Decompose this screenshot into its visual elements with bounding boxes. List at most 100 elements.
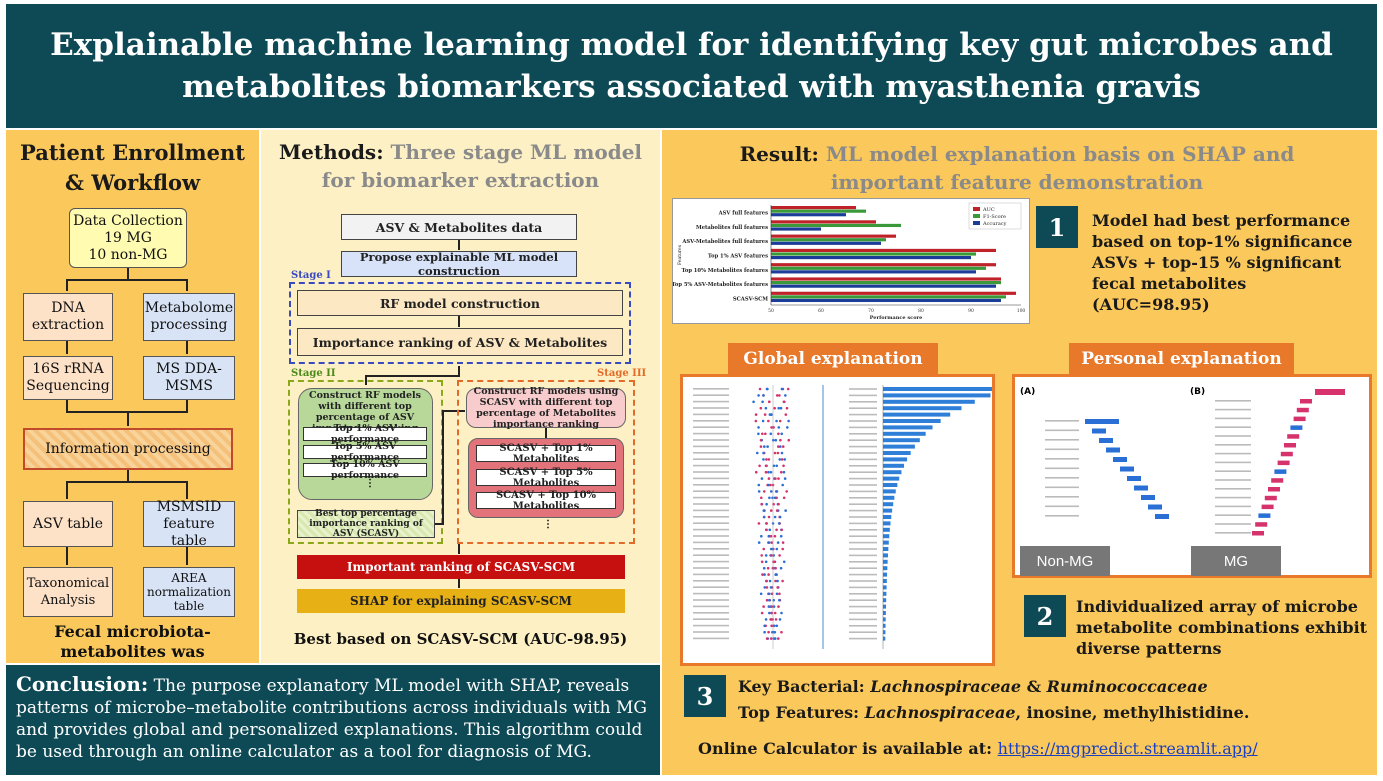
shap-point [774,566,777,570]
title-line-1: Explainable machine learning model for i… [50,27,1333,63]
propose-label: Propose explainable ML model constructio… [359,250,559,278]
shap-point [775,509,779,512]
ellipsis-3: ⋮ [543,519,553,530]
importance-bar [883,412,951,417]
feature-label-line [693,484,729,486]
result-number-3: 3 [684,675,726,717]
importance-bar [883,489,896,494]
importance-bar [883,636,886,641]
feature-label-line [693,503,729,505]
shap-label: SHAP for explaining SCASV-SCM [350,594,572,608]
shap-point [764,432,767,436]
shap-point [769,432,773,436]
feature-label-line [693,567,729,569]
shap-point [777,502,780,506]
bar-auc [771,220,876,224]
waterfall-bar-mg [1277,460,1290,466]
shap-point [757,541,761,544]
waterfall-bar-mg [1315,389,1345,395]
feature-label-line [849,458,877,461]
shap-point [775,547,779,551]
conclusion-panel: Conclusion: The purpose explanatory ML m… [6,665,660,775]
area-box: AREA normalization table [143,567,235,617]
shap-point [762,547,766,551]
feature-label-line [849,541,877,544]
waterfall-bar-mg [1280,451,1293,457]
shap-point [782,496,786,500]
feature-label-line [693,490,729,492]
importance-bar [883,604,887,609]
construct-scasv-label: Construct RF models using SCASV with dif… [473,386,619,430]
online-calculator-link[interactable]: https://mgpredict.streamlit.app/ [997,739,1258,758]
feature-label-line [693,637,729,640]
shap-point [768,579,772,583]
feature-label-line [849,471,877,473]
waterfall-bar-mg [1252,531,1264,536]
category-label: Metabolites full features [696,225,768,231]
shap-point [757,483,761,487]
shap-point [754,413,758,416]
feature-label-line [693,464,729,467]
stage2-panel [298,388,433,500]
result-heading-line2: important feature demonstration [830,170,1204,194]
feature-label-line [849,599,877,601]
shap-point [757,426,760,429]
shap-point [770,624,773,628]
result-text-1: Model had best performance based on top-… [1092,211,1353,314]
shap-point [769,637,773,640]
waterfall-bar-mg [1271,478,1284,483]
importance-bar [883,476,900,481]
stage2-label: Stage II [291,368,336,379]
shap-point [768,598,771,602]
feature-label-line [1045,515,1079,517]
importance-bar [883,534,890,539]
shap-point [772,502,775,506]
shap-point [764,470,768,474]
feature-label-line [1045,420,1079,422]
asv-perf-1: Top 1% ASV performance [303,423,427,445]
shap-point [763,573,766,576]
importance-bar [883,463,905,468]
feature-label-line [693,509,729,512]
shap-point [762,490,766,493]
feature-label-line [693,452,729,454]
scasv-item-10: SCASV + Top 10% Metabolites [476,490,616,512]
importance-bar [883,566,888,571]
bar-f1-score [771,223,901,228]
shap-point [776,451,780,455]
importance-bar [883,431,926,436]
feature-label-line [849,439,877,441]
title-line-2: metabolites biomarkers associated with m… [182,69,1201,105]
importance-bar [883,483,898,487]
legend-label: Accuracy [982,221,1007,227]
waterfall-bar-nonmg [1155,514,1169,519]
importance-bar [883,470,902,475]
shap-point [780,611,783,615]
legend-label: AUC [982,207,995,213]
feature-label-line [693,554,729,556]
feature-label-line [693,624,729,627]
feature-label-line [1045,448,1079,451]
shap-point [762,566,766,570]
feature-label-line [1215,435,1251,437]
key-bacterial-amp: & [1021,677,1047,696]
key-bacterial-2: Ruminococcaceae [1046,677,1208,696]
shap-point [760,611,764,615]
shap-point [768,611,771,615]
asv-perf-10: Top 10% ASV performance [303,459,427,481]
bar-auc [771,263,996,267]
waterfall-bar-mg [1296,407,1309,413]
shap-point [779,566,783,570]
msmsid-box: MSMSID feature table [143,499,235,549]
shap-point [779,534,783,538]
result-heading-label: Result: [739,142,819,166]
y-axis-title: Features [677,244,683,265]
x-tick-label: 90 [968,308,974,314]
category-label: Top 1% ASV features [708,254,768,260]
shap-point [779,438,782,442]
feature-label-line [1215,408,1251,411]
shap-point [777,432,780,436]
online-calculator-label: Online Calculator is available at: [698,739,998,758]
bar-accuracy [771,213,846,217]
shap-point [767,483,770,487]
